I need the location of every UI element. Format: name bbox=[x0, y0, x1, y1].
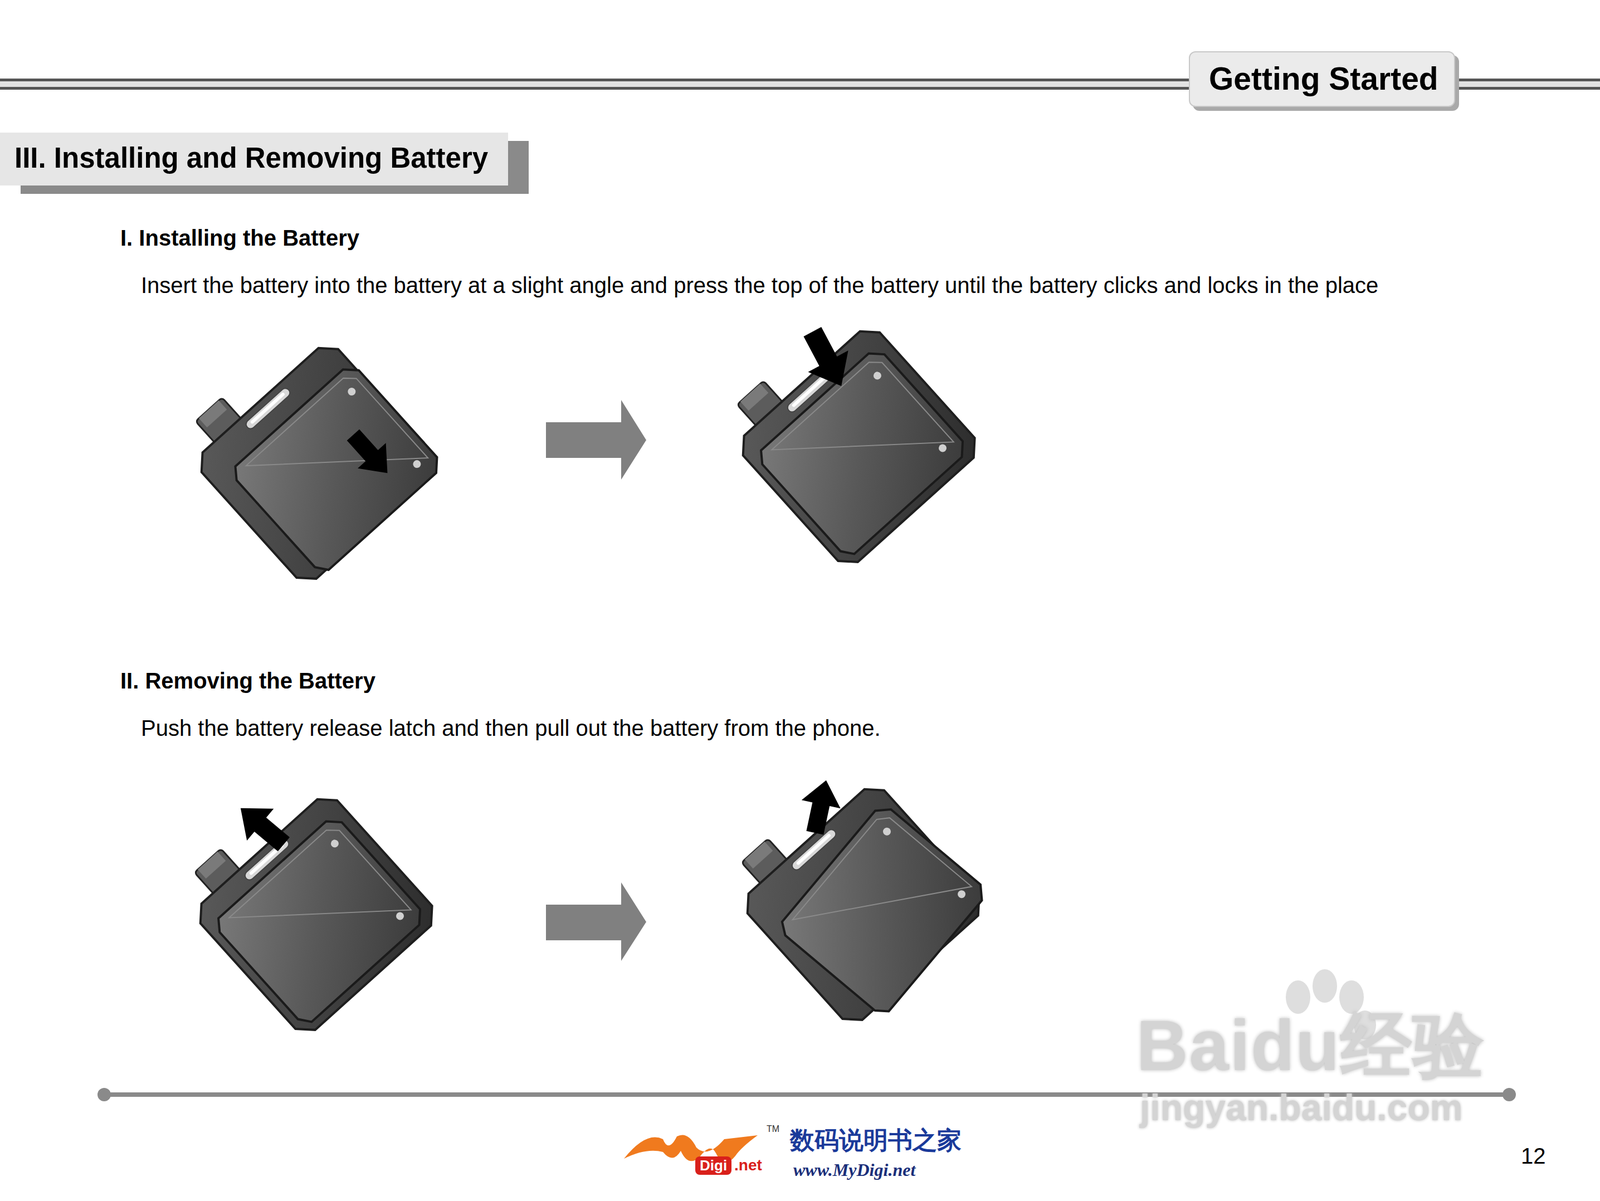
logo-text: .net bbox=[734, 1156, 763, 1175]
subheading: II. Removing the Battery bbox=[120, 668, 376, 694]
subheading: I. Installing the Battery bbox=[120, 225, 360, 251]
phone-illustration bbox=[172, 769, 442, 1040]
section-tab: Getting Started bbox=[1188, 51, 1456, 107]
section-heading-box: III. Installing and Removing Battery bbox=[0, 132, 509, 186]
insert-arrow bbox=[339, 422, 402, 486]
body-text: Insert the battery into the battery at a… bbox=[140, 271, 1379, 300]
phone-illustration bbox=[719, 752, 1005, 1039]
press-arrow bbox=[792, 320, 862, 397]
trademark: TM bbox=[766, 1124, 780, 1135]
watermark: Baidu经验 bbox=[1136, 998, 1486, 1095]
body-text: Push the battery release latch and then … bbox=[140, 714, 881, 743]
footer-dot bbox=[1502, 1088, 1516, 1102]
pull-arrow bbox=[795, 776, 846, 837]
step-arrow bbox=[545, 400, 647, 480]
step-arrow bbox=[545, 882, 647, 962]
logo-title: 数码说明书之家 bbox=[789, 1124, 962, 1158]
box-text: Getting Started bbox=[1208, 60, 1439, 97]
logo-badge: Digi bbox=[695, 1156, 732, 1175]
page-number: 12 bbox=[1520, 1143, 1546, 1169]
footer-dot bbox=[97, 1088, 111, 1102]
watermark-url: jingyan.baidu.com bbox=[1139, 1086, 1463, 1129]
logo-url: www.MyDigi.net bbox=[793, 1159, 916, 1181]
latch-arrow bbox=[227, 792, 298, 861]
phone-illustration bbox=[715, 301, 985, 572]
phone-illustration bbox=[173, 317, 445, 590]
box-text: III. Installing and Removing Battery bbox=[14, 141, 489, 175]
